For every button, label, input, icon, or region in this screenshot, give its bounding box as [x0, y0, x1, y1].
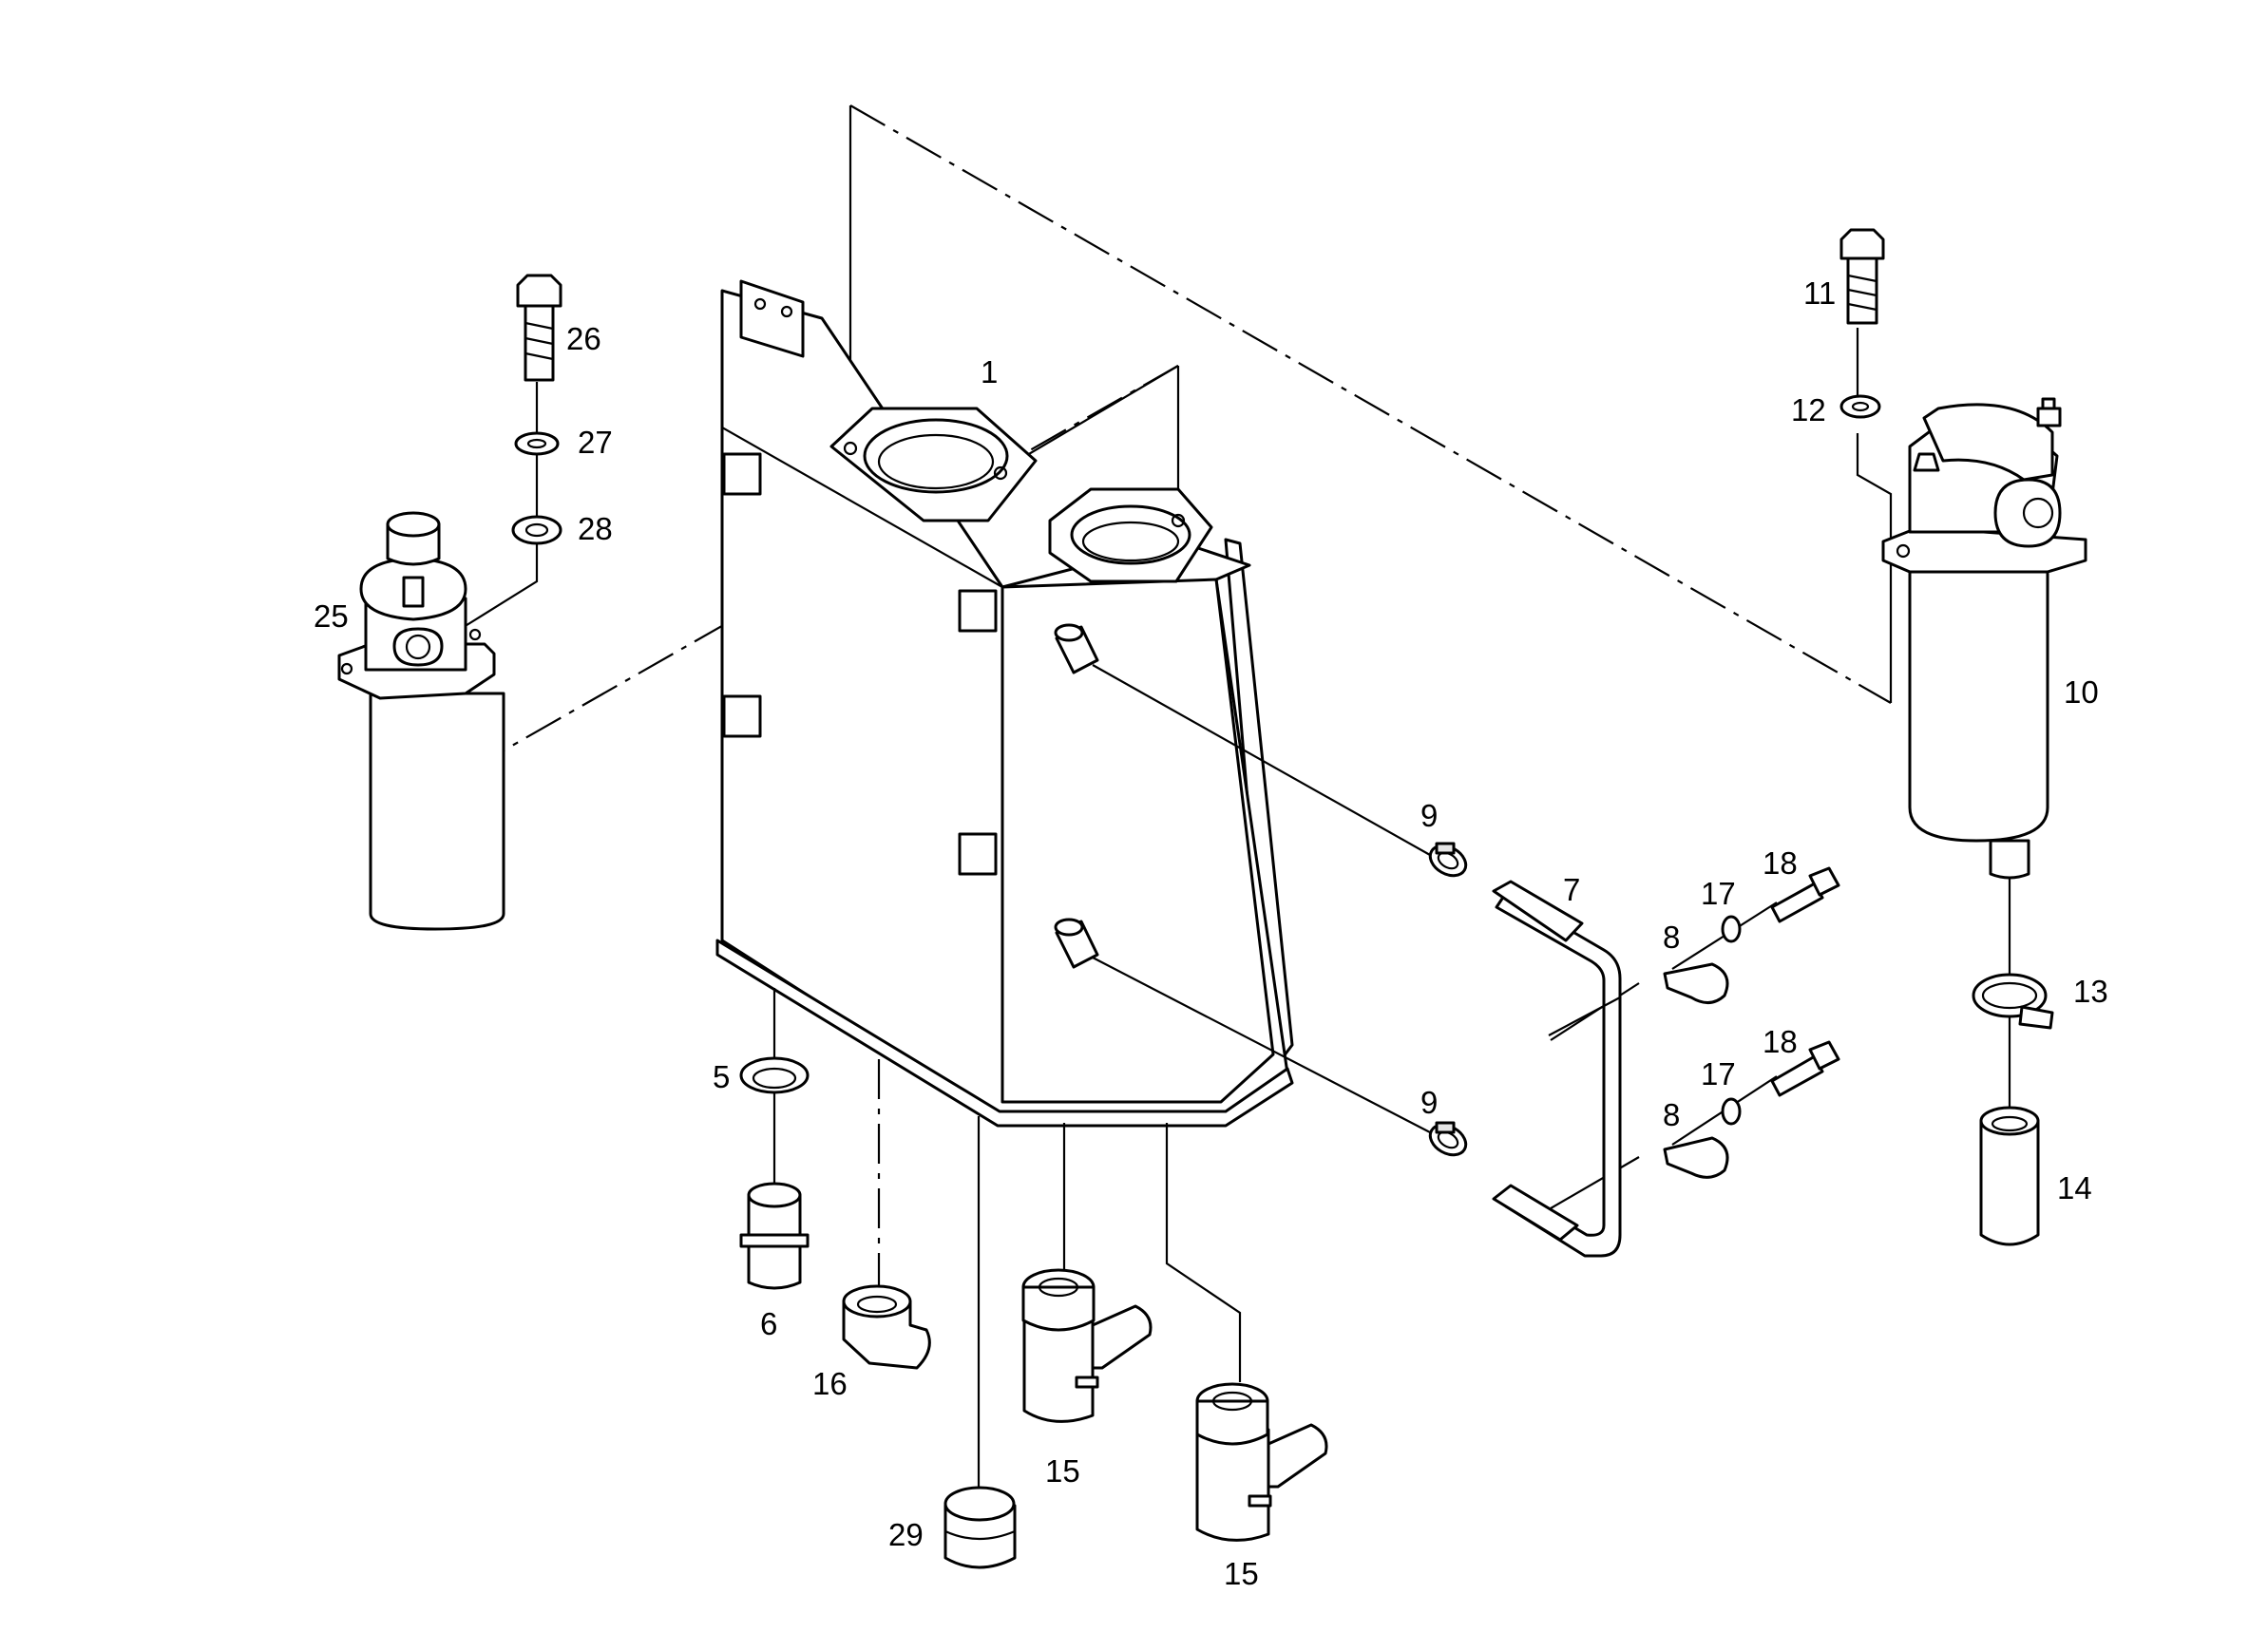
callout-29: 29: [888, 1517, 924, 1552]
callout-14: 14: [2057, 1170, 2092, 1205]
callout-28: 28: [578, 511, 613, 546]
leader-hose-upper: [1092, 664, 1431, 856]
callout-9-lower: 9: [1420, 1085, 1438, 1120]
callout-5: 5: [713, 1059, 730, 1094]
bolt-part-11: [1839, 228, 1885, 325]
leader-27-28: [463, 382, 539, 628]
callout-27: 27: [578, 425, 613, 460]
hose-clamp-part-9-upper: [1428, 842, 1468, 878]
callout-25: 25: [314, 598, 349, 634]
hose-clamp-part-13: [1972, 973, 2054, 1030]
tank-lug-4: [958, 832, 998, 876]
leader-15-right: [1165, 1123, 1242, 1382]
pipe-bracket-part-8-lower: [1663, 1136, 1729, 1179]
callout-12: 12: [1791, 392, 1826, 427]
leader-hose-lower: [1092, 957, 1431, 1133]
callout-15-right: 15: [1224, 1556, 1259, 1591]
washer-part-17-lower: [1721, 1097, 1742, 1126]
filter-10-side-plug: [1913, 452, 1940, 472]
valve-part-15-left: [1021, 1268, 1153, 1423]
callout-7: 7: [1563, 872, 1580, 907]
u-pipe-sleeve-lower: [1492, 1184, 1579, 1242]
callout-17-lower: 17: [1701, 1056, 1736, 1091]
callout-15-left: 15: [1045, 1453, 1080, 1489]
filter-10-vent-plug: [2036, 407, 2062, 427]
assembly-line-tank-to-filter-10: [849, 104, 1892, 704]
callout-18-upper: 18: [1763, 845, 1798, 881]
callout-8-upper: 8: [1663, 920, 1680, 955]
callout-9-upper: 9: [1420, 798, 1438, 833]
seal-ring-part-5: [739, 1056, 810, 1094]
return-filter-part-10: [1881, 397, 2087, 880]
filter-10-outlet-stub: [1989, 839, 2030, 880]
tank-return-opening: [1070, 504, 1191, 565]
pipe-bracket-part-8-upper: [1663, 962, 1729, 1004]
callout-labels: 1 26 27 28 25 11 12 10 9 7 8 17 18 13 9 …: [314, 275, 2108, 1591]
tank-top-edge: [721, 427, 1003, 588]
bolt-part-18-upper: [1770, 866, 1840, 923]
valve-part-15-right: [1195, 1382, 1328, 1542]
callout-10: 10: [2064, 674, 2099, 710]
elbow-fitting-part-16: [842, 1284, 931, 1370]
washer-part-17-upper: [1721, 915, 1742, 943]
fitting-part-6: [739, 1182, 810, 1290]
callout-1: 1: [981, 354, 998, 389]
tank-right-face: [1001, 578, 1275, 1104]
bolt-part-26: [516, 274, 562, 382]
tank-bottom-rim: [715, 939, 1294, 1128]
u-pipe-part-7: [1492, 880, 1622, 1258]
washer-part-12: [1839, 394, 1881, 419]
callout-11: 11: [1803, 275, 1836, 311]
plug-part-29: [943, 1486, 1017, 1569]
filter-25-port: [392, 627, 444, 667]
callout-6: 6: [760, 1306, 777, 1341]
suction-filter-part-25: [337, 511, 505, 931]
washer-part-28: [511, 515, 562, 545]
callout-18-lower: 18: [1763, 1024, 1798, 1059]
hose-part-14: [1979, 1106, 2040, 1246]
callout-13: 13: [2073, 974, 2108, 1009]
tank-lug-2: [722, 694, 762, 738]
callout-16: 16: [812, 1366, 848, 1401]
leader-7: [1548, 996, 1621, 1036]
filter-10-port: [1993, 478, 2062, 548]
filter-10-handle: [1922, 403, 2054, 482]
bolt-part-18-lower: [1770, 1040, 1840, 1097]
filter-25-cap-slot: [402, 576, 425, 608]
u-pipe-sleeve-upper: [1492, 880, 1584, 942]
leader-bracket-lower: [1550, 1156, 1640, 1209]
leader-filter-10-bolt: [1856, 433, 1893, 703]
callout-17-upper: 17: [1701, 876, 1736, 911]
tank-part-1: [715, 279, 1294, 1128]
tank-filler-opening: [863, 418, 1009, 494]
tank-lug-1: [722, 452, 762, 496]
callout-26: 26: [566, 321, 601, 356]
tank-lug-3: [958, 589, 998, 633]
callout-8-lower: 8: [1663, 1097, 1680, 1132]
washer-part-27: [514, 431, 560, 456]
filter-10-canister: [1908, 566, 2049, 843]
filter-25-canister: [369, 692, 505, 931]
hose-clamp-part-9-lower: [1428, 1121, 1468, 1157]
